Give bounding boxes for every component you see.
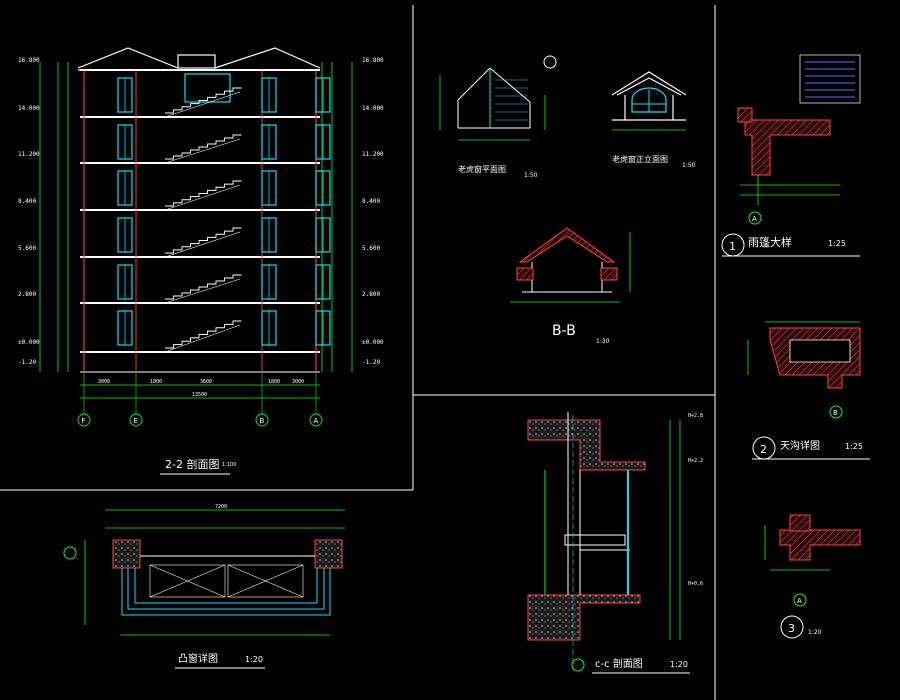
section-cc-drawing: H+2.8 H+2.2 H+0.6 c-c 剖面图 1:20 — [527, 412, 703, 674]
axis-label: B — [260, 417, 265, 425]
bay-window-dim: 7200 — [215, 504, 227, 510]
detail-3-axis: A — [797, 597, 802, 605]
stair-stringer — [164, 184, 241, 211]
level-label-left: -1.20 — [18, 359, 36, 366]
level-markers: 16.800 14.000 11.200 8.400 5.600 2.800 ±0.000 -… — [18, 57, 384, 366]
level-label-right: 11.200 — [362, 151, 384, 158]
detail-1-scale: 1:25 — [828, 239, 846, 248]
detail-2-gutter: B 2 天沟详图 1:25 — [747, 321, 870, 460]
level-label-left: 16.800 — [18, 57, 40, 64]
stair-flight — [165, 180, 242, 207]
level-label-left: 2.800 — [18, 291, 36, 298]
stair-stringer — [164, 278, 241, 304]
level-label-left: ±0.000 — [18, 339, 40, 346]
stair-stringer — [164, 324, 241, 353]
detail-3-scale: 1:20 — [808, 629, 822, 636]
bay-window-drawing: 7200 凸窗详图 1:20 — [63, 504, 345, 669]
stair-flight — [165, 274, 242, 300]
axis-bubble — [77, 413, 91, 427]
total-dim-text: 13500 — [192, 392, 207, 398]
stair-stringer — [164, 231, 241, 258]
axis-bubble — [129, 413, 143, 427]
detail-1-axis-bubble — [748, 211, 762, 225]
cc-level-3: H+0.6 — [688, 581, 703, 587]
section-bb-title: B-B — [552, 323, 576, 339]
dormer-elevation-drawing: 老虎窗正立面图 1:50 — [611, 71, 696, 169]
section-bb-drawing: B-B 1:30 — [510, 227, 631, 345]
level-label-left: 8.400 — [18, 198, 36, 205]
stair-stringer — [164, 91, 241, 118]
axis-bubble — [255, 413, 269, 427]
stair-flight — [165, 87, 242, 114]
detail-2-scale: 1:25 — [845, 442, 863, 451]
dormer-elev-title: 老虎窗正立面图 — [612, 154, 668, 164]
section-22-title: 2-2 剖面图 — [165, 457, 219, 471]
roof-outline — [77, 47, 321, 71]
floor-slabs — [80, 69, 320, 373]
detail-1-number: 1 — [729, 240, 736, 253]
dormer-plan-drawing: 老虎窗平面图 1:50 — [439, 55, 557, 179]
bay-window-title: 凸窗详图 — [178, 652, 218, 665]
stair-flight — [165, 320, 242, 349]
bottom-dim-text: 1800 — [150, 379, 162, 385]
level-label-left: 14.000 — [18, 105, 40, 112]
stair-flight — [165, 134, 242, 160]
cc-level-2: H+2.2 — [688, 458, 703, 464]
dormer-plan-title: 老虎窗平面图 — [458, 164, 506, 174]
sheet-borders — [0, 5, 716, 700]
stair-flight — [165, 227, 242, 254]
bottom-dim-text: 3000 — [292, 379, 304, 385]
windows — [117, 73, 331, 346]
bottom-dim-text: 1800 — [268, 379, 280, 385]
detail-2-number: 2 — [760, 443, 767, 456]
stair-stringer — [164, 138, 241, 164]
level-label-right: 2.800 — [362, 291, 380, 298]
level-label-left: 5.600 — [18, 245, 36, 252]
detail-3-number: 3 — [788, 622, 795, 635]
section-2-2-drawing: 16.800 14.000 11.200 8.400 5.600 2.800 ±0.000 -… — [18, 47, 384, 475]
section-cc-scale: 1:20 — [670, 660, 688, 669]
level-label-right: 14.000 — [362, 105, 384, 112]
cc-level-1: H+2.8 — [688, 413, 703, 419]
axis-label: E — [134, 417, 138, 425]
dormer-elev-scale: 1:50 — [682, 162, 696, 169]
bottom-dim-text: 3600 — [200, 379, 212, 385]
level-label-right: 8.400 — [362, 198, 380, 205]
axis-label: A — [314, 417, 319, 425]
detail-3: A 3 1:20 — [764, 514, 861, 639]
bottom-dim-text: 3000 — [98, 379, 110, 385]
detail-2-axis: B — [833, 409, 838, 417]
level-label-right: 5.600 — [362, 245, 380, 252]
detail-1-axis: A — [752, 215, 757, 223]
detail-1-title: 雨篷大样 — [748, 235, 792, 249]
level-label-right: -1.20 — [362, 359, 380, 366]
bay-window-scale: 1:20 — [245, 655, 263, 664]
stair-flights — [164, 87, 242, 353]
level-label-left: 11.200 — [18, 151, 40, 158]
axis-bubble — [309, 413, 323, 427]
left-dimension-chain — [39, 62, 353, 372]
axis-label: F — [82, 417, 86, 425]
section-cc-title: c-c 剖面图 — [595, 657, 643, 670]
bottom-dimension-texts: 3000 1800 3600 1800 3000 13500 — [98, 379, 304, 398]
bottom-dimensions — [80, 384, 320, 399]
detail-2-title: 天沟详图 — [780, 439, 820, 452]
dormer-plan-scale: 1:50 — [524, 172, 538, 179]
detail-1-canopy: A 1 雨篷大样 1:25 — [721, 54, 861, 257]
level-label-right: 16.800 — [362, 57, 384, 64]
section-22-scale: 1:100 — [222, 462, 236, 468]
level-label-right: ±0.000 — [362, 339, 384, 346]
section-bb-scale: 1:30 — [596, 338, 610, 345]
stair-window — [184, 73, 231, 103]
